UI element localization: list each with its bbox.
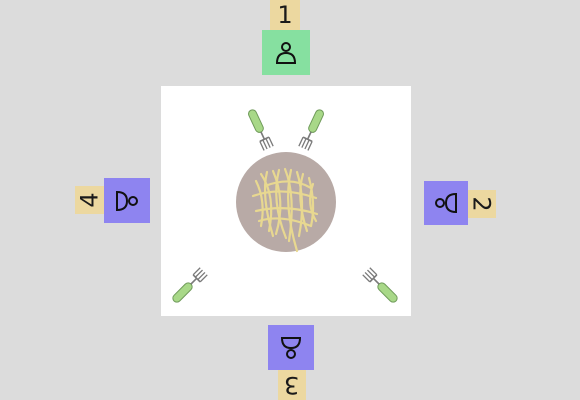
- person-icon: [116, 190, 138, 211]
- seat-number-label: 1: [277, 1, 293, 29]
- noodle-plate[interactable]: [236, 152, 336, 253]
- seat-number-label: 2: [468, 196, 496, 212]
- seat-2[interactable]: [424, 181, 468, 225]
- seat-number-tag: 2: [468, 190, 496, 218]
- person-icon: [280, 336, 302, 359]
- seat-number-tag: 4: [75, 186, 105, 214]
- seat-number-label: 4: [76, 192, 104, 208]
- person-icon: [275, 41, 297, 64]
- seat-number-label: 3: [284, 371, 300, 399]
- person-icon: [435, 192, 457, 214]
- fork-icon[interactable]: [298, 108, 326, 151]
- fork-icon[interactable]: [246, 108, 274, 151]
- seat-number-tag: 3: [278, 370, 306, 400]
- seat-4[interactable]: [104, 178, 150, 223]
- noodles-icon: [251, 167, 319, 253]
- fork-icon[interactable]: [170, 267, 208, 305]
- seat-3[interactable]: [268, 325, 314, 370]
- seat-1[interactable]: [262, 30, 310, 75]
- fork-icon[interactable]: [362, 267, 400, 305]
- seat-number-tag: 1: [270, 0, 300, 30]
- dining-table: [161, 86, 411, 316]
- table-items: [170, 108, 400, 305]
